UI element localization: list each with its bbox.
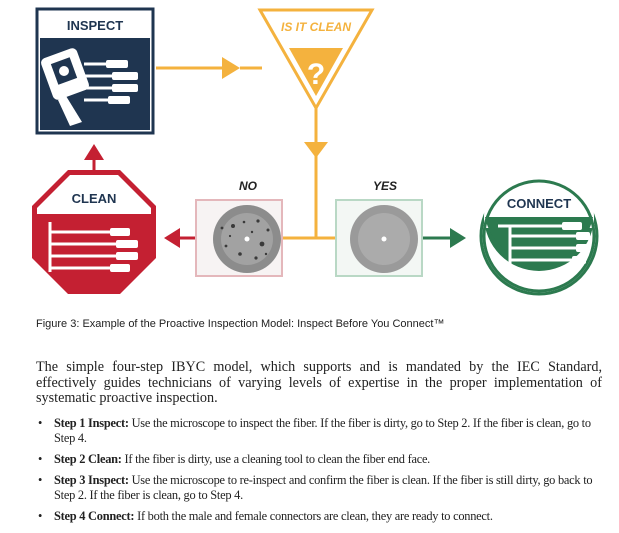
intro-paragraph: The simple four-step IBYC model, which s… — [36, 359, 602, 406]
clean-octagon: CLEAN — [32, 170, 156, 294]
bullet: • — [38, 416, 43, 430]
clean-label: CLEAN — [72, 191, 117, 206]
question-down-arrow — [304, 142, 328, 158]
bullet: • — [38, 473, 43, 487]
list-item: • Step 2 Clean: If the fiber is dirty, us… — [36, 452, 602, 467]
cleaning-connectors-icon — [48, 222, 138, 272]
step-label: Step 3 Inspect: — [54, 473, 129, 487]
step-label: Step 2 Clean: — [54, 452, 122, 466]
inspect-to-question-arrow — [222, 57, 240, 79]
figure-caption: Figure 3: Example of the Proactive Inspe… — [36, 318, 445, 330]
step-text: If the fiber is dirty, use a cleaning to… — [121, 452, 431, 466]
is-it-clean-triangle: IS IT CLEAN ? — [257, 8, 375, 112]
inspect-box: INSPECT — [35, 7, 155, 135]
question-mark: ? — [307, 58, 325, 91]
connect-circle: CONNECT — [479, 161, 599, 296]
microscope-probe-icon — [41, 48, 138, 126]
no-label: NO — [239, 179, 258, 193]
clean-to-inspect-arrow — [84, 144, 104, 160]
steps-list: • Step 1 Inspect: Use the microscope to i… — [36, 416, 602, 530]
connectors-icon — [498, 222, 590, 272]
step-text: Use the microscope to re-inspect and con… — [54, 473, 593, 502]
dirty-fiber-image — [195, 199, 283, 277]
step-text: Use the microscope to inspect the fiber.… — [54, 416, 591, 445]
step-text: If both the male and female connectors a… — [134, 509, 493, 523]
dirty-to-clean-arrow — [164, 228, 180, 248]
yes-to-connect-arrow — [450, 228, 466, 248]
yes-label: YES — [373, 179, 397, 193]
is-it-clean-label: IS IT CLEAN — [281, 20, 351, 34]
list-item: • Step 4 Connect: If both the male and fe… — [36, 509, 602, 524]
inspect-label: INSPECT — [67, 18, 123, 33]
flow-lines — [84, 57, 466, 248]
ibyc-diagram: INSPECT IS IT CLEAN ? CLEAN — [32, 7, 599, 296]
clean-fiber-image — [335, 199, 423, 277]
step-label: Step 4 Connect: — [54, 509, 135, 523]
list-item: • Step 3 Inspect: Use the microscope to r… — [36, 473, 602, 503]
step-label: Step 1 Inspect: — [54, 416, 129, 430]
list-item: • Step 1 Inspect: Use the microscope to i… — [36, 416, 602, 446]
connect-label: CONNECT — [507, 196, 571, 211]
bullet: • — [38, 509, 43, 523]
bullet: • — [38, 452, 43, 466]
